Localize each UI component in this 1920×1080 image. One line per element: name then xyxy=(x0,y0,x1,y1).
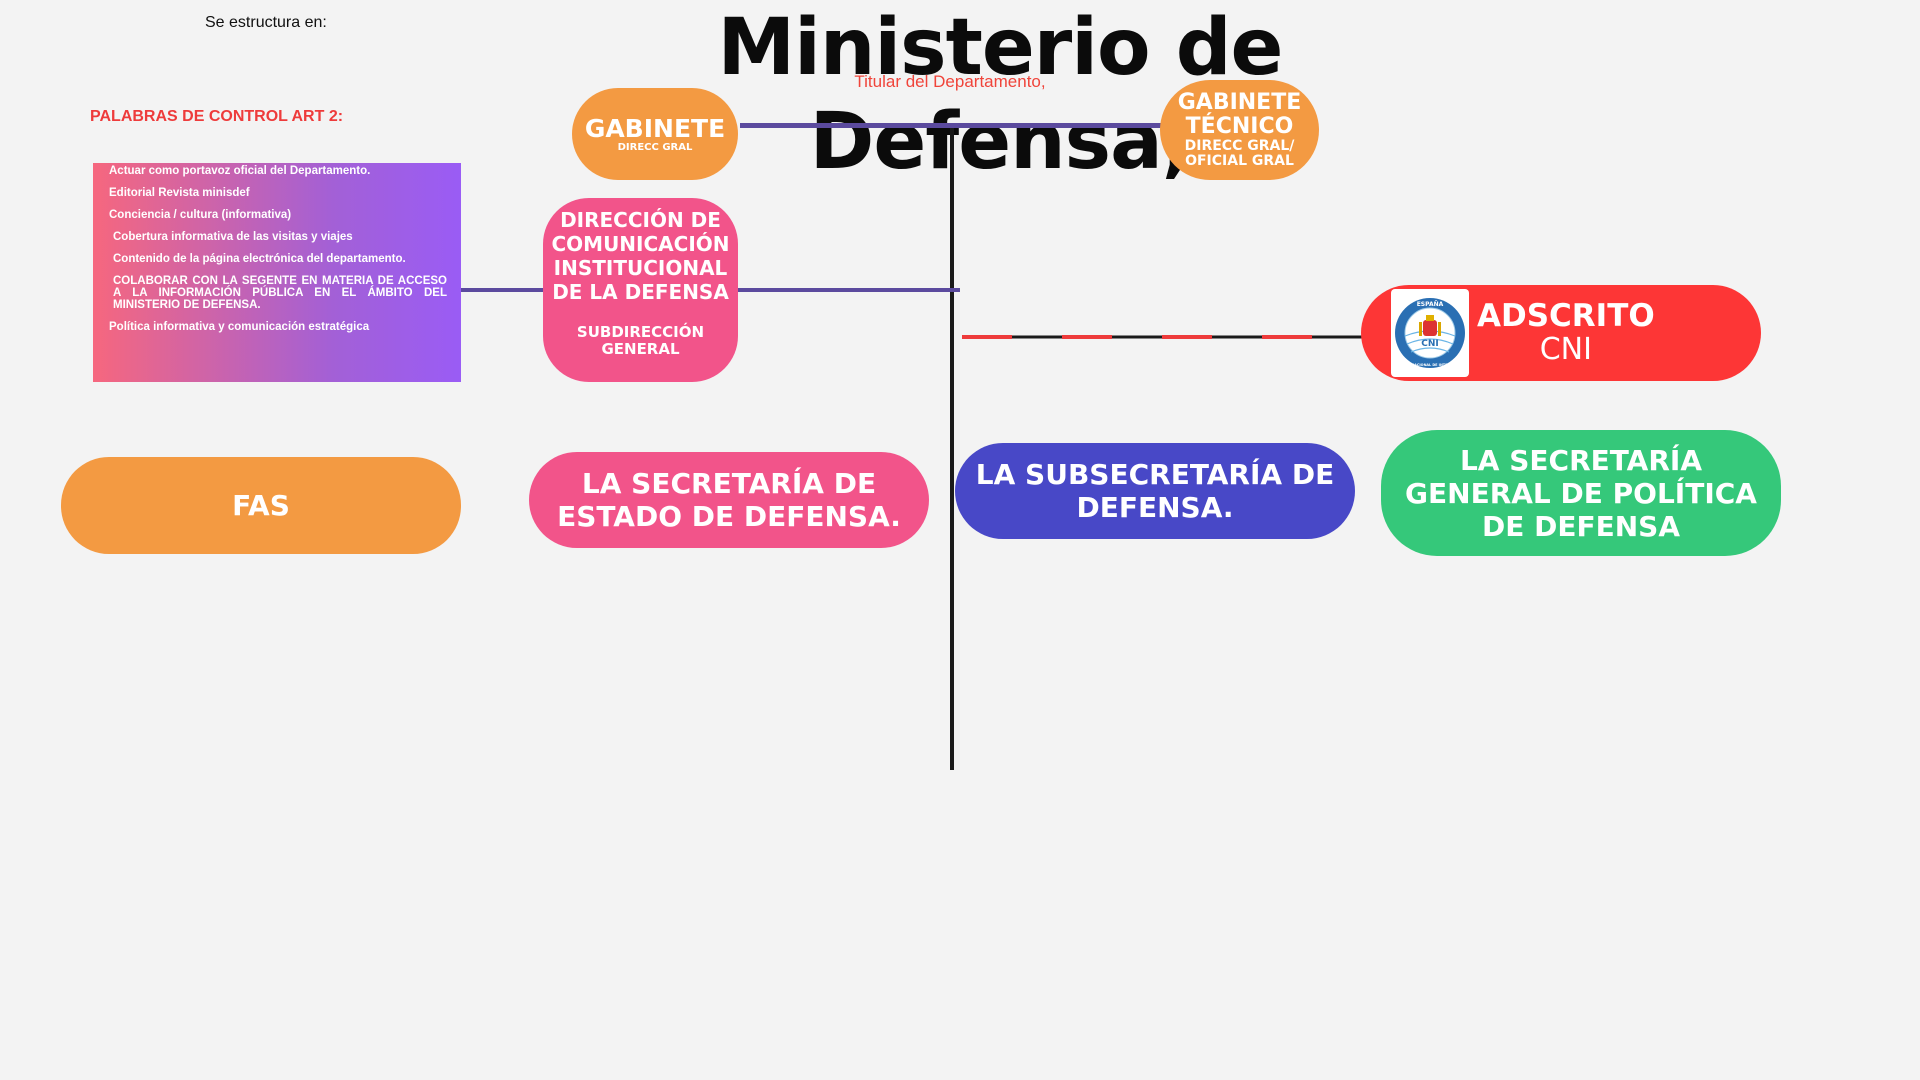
direccion-node: DIRECCIÓN DE COMUNICACIÓN INSTITUCIONAL … xyxy=(543,198,738,382)
gabinete-label: GABINETE xyxy=(584,113,726,143)
gabinete-tecnico-sub: DIRECC GRAL/ OFICIAL GRAL xyxy=(1184,138,1295,169)
gabinete-node: GABINETE DIRECC GRAL xyxy=(572,88,738,180)
gabinete-tecnico-label: GABINETE TÉCNICO xyxy=(1177,90,1302,139)
main-vertical-line xyxy=(950,123,954,770)
control-item: Editorial Revista minisdef xyxy=(109,187,250,199)
control-item: Contenido de la página electrónica del d… xyxy=(113,253,406,265)
adscrito-node: ESPAÑA CNI CENTRO NACIONAL DE INTELIGENC… xyxy=(1361,285,1761,381)
control-item: Cobertura informativa de las visitas y v… xyxy=(113,231,353,243)
logo-cni-text: CNI xyxy=(1421,339,1439,349)
fas-node: FAS xyxy=(61,457,461,554)
list-connector xyxy=(460,288,545,292)
control-words-label: PALABRAS DE CONTROL ART 2: xyxy=(90,108,344,125)
fas-label: FAS xyxy=(232,489,290,522)
control-item: Conciencia / cultura (informativa) xyxy=(109,209,292,221)
gabinete-tecnico-node: GABINETE TÉCNICO DIRECC GRAL/ OFICIAL GR… xyxy=(1160,80,1319,180)
adscrito-label: ADSCRITO xyxy=(1477,298,1655,334)
sgpd-label: LA SECRETARÍA GENERAL DE POLÍTICA DE DEF… xyxy=(1405,443,1757,543)
control-item: Política informativa y comunicación estr… xyxy=(109,321,370,333)
adscrito-text: ADSCRITO CNI xyxy=(1477,299,1655,367)
sede-node: LA SECRETARÍA DE ESTADO DE DEFENSA. xyxy=(529,452,929,548)
gabinete-sub: DIRECC GRAL xyxy=(617,141,693,153)
estructura-label: Se estructura en: xyxy=(205,14,327,31)
page-title: Ministerio de Defensa, xyxy=(717,3,1284,187)
adscrito-dashed-connector xyxy=(962,335,1368,339)
gabinete-connector xyxy=(740,123,1170,128)
control-item: Actuar como portavoz oficial del Departa… xyxy=(109,165,371,177)
subse-label: LA SUBSECRETARÍA DE DEFENSA. xyxy=(975,458,1335,524)
page-subtitle: Titular del Departamento, xyxy=(854,72,1046,91)
subse-node: LA SUBSECRETARÍA DE DEFENSA. xyxy=(955,443,1355,539)
sede-label: LA SECRETARÍA DE ESTADO DE DEFENSA. xyxy=(557,467,901,533)
direccion-connector xyxy=(735,288,960,292)
logo-espana-text: ESPAÑA xyxy=(1417,301,1444,308)
sgpd-node: LA SECRETARÍA GENERAL DE POLÍTICA DE DEF… xyxy=(1381,430,1781,556)
direccion-label: DIRECCIÓN DE COMUNICACIÓN INSTITUCIONAL … xyxy=(551,208,730,304)
logo-ring-text: CENTRO NACIONAL DE INTELIGENCIA xyxy=(1395,363,1466,367)
adscrito-sub: CNI xyxy=(1539,332,1592,367)
control-item: COLABORAR CON LA SEGENTE EN MATERIA DE A… xyxy=(113,275,447,311)
control-list-box: Actuar como portavoz oficial del Departa… xyxy=(93,163,461,382)
direccion-sub: SUBDIRECCIÓN GENERAL xyxy=(576,323,705,358)
cni-emblem-icon: ESPAÑA CNI CENTRO NACIONAL DE INTELIGENC… xyxy=(1395,298,1466,368)
cni-logo: ESPAÑA CNI CENTRO NACIONAL DE INTELIGENC… xyxy=(1391,289,1469,377)
